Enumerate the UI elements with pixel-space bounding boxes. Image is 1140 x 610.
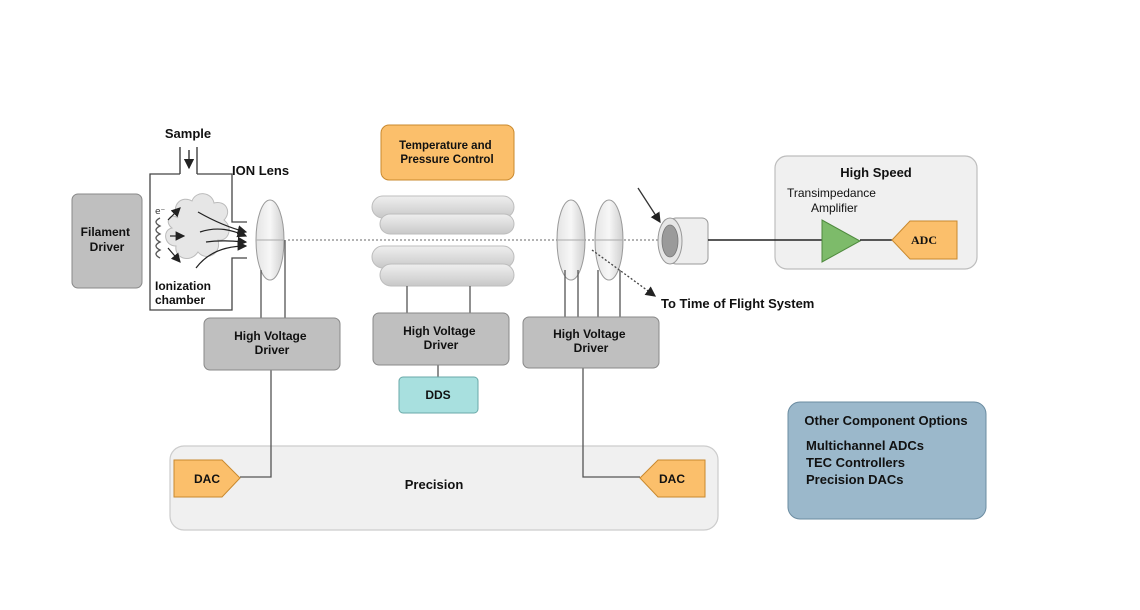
svg-text:High Voltage Driver: High Voltage Driver [403,324,479,352]
ionization-chamber: e⁻ [149,173,248,311]
svg-text:Filament Driver: Filament Driver [81,225,134,254]
detector-pointer [637,187,661,224]
precision-panel [169,445,719,531]
detector-icon [657,217,709,265]
driver-wires [240,240,640,478]
electron-label: e⁻ [155,207,166,217]
filament-driver-block: Filament Driver [71,193,143,289]
dac-right-block: DAC [639,459,706,498]
svg-text:High Voltage Driver: High Voltage Driver [234,329,310,357]
other-options-title: Other Component Options [804,413,967,428]
adc-label: ADC [911,233,937,247]
hv-driver-left-block: High Voltage Driver [203,317,341,371]
svg-text:High Voltage Driver: High Voltage Driver [553,327,629,355]
svg-text:DAC: DAC [659,472,685,486]
dac-left-block: DAC [173,459,241,498]
sample-label: Sample [165,126,211,141]
svg-text:DAC: DAC [194,472,220,486]
ion-lens-icon [255,199,285,281]
dds-block: DDS [398,376,479,414]
hv-driver-right-block: High Voltage Driver [522,316,660,369]
svg-text:Temperature and Pressure: Temperature and Pressure Control [399,140,495,166]
svg-text:DDS: DDS [425,388,450,402]
other-options-panel: Other Component Options Multichannel ADC… [787,401,987,520]
tof-system-label: To Time of Flight System [661,296,814,311]
ionization-chamber-label: Ionization chamber [155,279,214,307]
precision-title: Precision [405,477,464,492]
transimpedance-amplifier-icon [821,219,862,263]
temp-pressure-line1: Temperature and [399,140,491,152]
other-options-item: Multichannel ADCs [806,438,924,453]
high-speed-title: High Speed [840,165,912,180]
temp-pressure-line2: Pressure Control [400,154,493,166]
filament-coil-icon [155,217,162,259]
ion-lens-label: ION Lens [232,163,289,178]
quadrupole-rods [371,195,515,287]
hv-driver-mid-block: High Voltage Driver [372,312,510,366]
deflector-lens-1-icon [556,199,586,281]
ion-cloud-icon [165,193,230,260]
sample-inlet [179,147,198,174]
transimpedance-label: Transimpedance Amplifier [787,186,879,215]
other-options-item: TEC Controllers [806,455,905,470]
other-options-item: Precision DACs [806,472,904,487]
tof-path-arrow [591,249,657,297]
filament-driver-line1: Filament [81,225,130,239]
adc-block: ADC [891,220,958,260]
temp-pressure-control-block: Temperature and Pressure Control [380,124,515,181]
deflector-lens-2-icon [594,199,624,281]
filament-driver-line2: Driver [90,240,125,254]
